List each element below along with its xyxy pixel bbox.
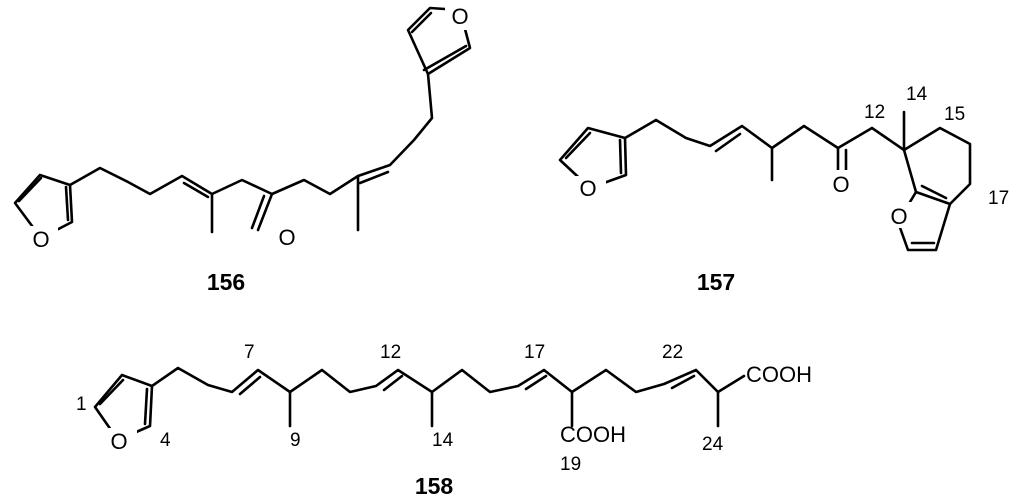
locant-158-17: 17	[524, 342, 545, 363]
compound-number-158: 158	[415, 473, 454, 499]
oxygen-label-157-furan: O	[579, 176, 596, 201]
locant-157-12: 12	[864, 102, 885, 123]
locant-157-15: 15	[944, 104, 965, 125]
locant-158-1: 1	[76, 394, 87, 415]
carbonyl-oxygen-label-157: O	[832, 172, 849, 197]
locant-158-14: 14	[432, 430, 454, 451]
chain-157	[623, 118, 906, 152]
oxygen-label-157-fused: O	[890, 204, 907, 229]
locant-158-22: 22	[662, 342, 683, 363]
oxygen-label-156-left: O	[32, 227, 49, 252]
chain-158	[150, 366, 720, 394]
compound-158-structure: O COOH COOH 1 4 7 9 12 14 17 19 22 24 15…	[76, 342, 812, 499]
oxygen-label-156-right: O	[451, 4, 468, 29]
locant-158-9: 9	[290, 430, 301, 451]
oxygen-label-158-furan: O	[110, 429, 127, 454]
locant-158-19: 19	[560, 454, 581, 475]
carboxylic-acid-label-158-terminal: COOH	[746, 362, 812, 387]
compound-number-156: 156	[207, 269, 245, 295]
locant-158-24: 24	[702, 434, 724, 455]
compound-156-structure: O O O 156	[13, 4, 475, 295]
locant-158-7: 7	[244, 342, 255, 363]
locant-158-4: 4	[160, 430, 171, 451]
locant-157-14: 14	[906, 84, 928, 105]
compound-157-structure: O O O 12 14 15 17 157	[558, 84, 1009, 295]
locant-158-12: 12	[380, 342, 401, 363]
carbonyl-oxygen-label-156: O	[278, 225, 295, 250]
carboxylic-acid-label-158-c19: COOH	[560, 422, 626, 447]
chain-156	[68, 72, 434, 232]
compound-number-157: 157	[697, 269, 735, 295]
locant-157-17: 17	[988, 188, 1009, 209]
